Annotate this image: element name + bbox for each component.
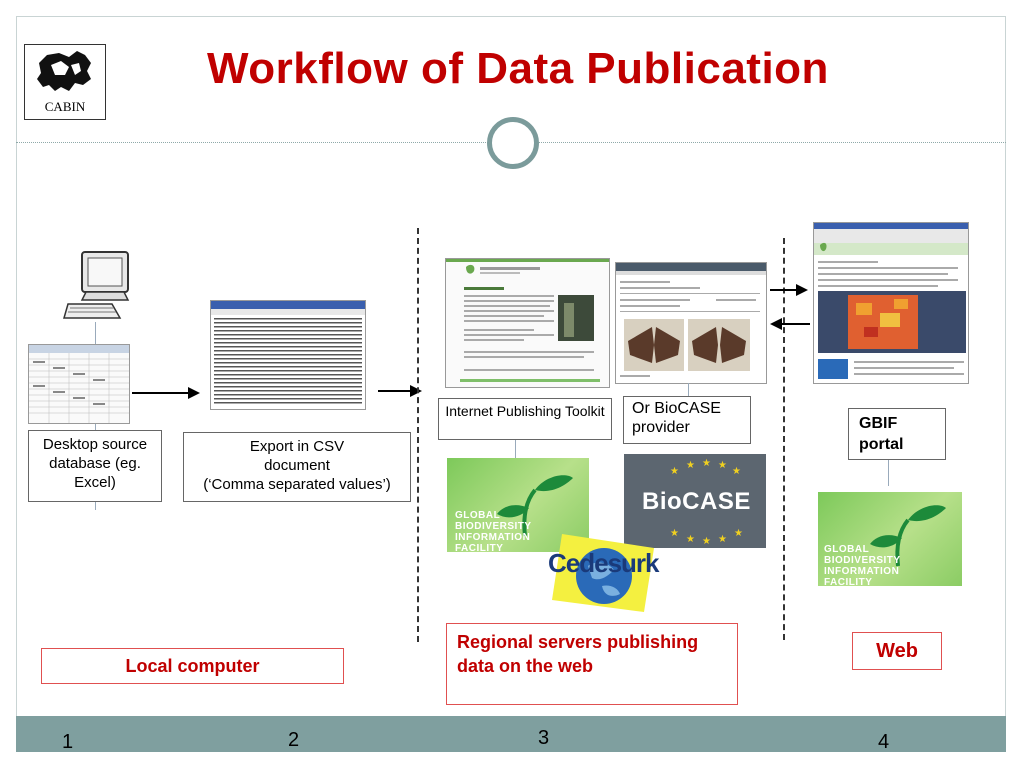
desktop-db-label: Desktop source database (eg. Excel) <box>28 430 162 502</box>
svg-text:★: ★ <box>702 536 711 547</box>
biocase-logo: ★ ★ ★ ★ ★ ★ ★ ★ ★ ★ BioCASE <box>624 454 766 548</box>
cedesurk-globe-icon <box>552 534 654 612</box>
gbif-line3: INFORMATION <box>455 532 531 543</box>
export-csv-line1: Export in CSV <box>249 438 345 455</box>
gbif-line1: GLOBAL <box>455 510 501 521</box>
gbif-line4: FACILITY <box>824 577 873 586</box>
arrow-left-icon <box>770 318 782 330</box>
footer-bar <box>16 716 1006 752</box>
arrow-right-icon <box>132 392 192 394</box>
divider-dashed-line <box>783 238 785 640</box>
computer-icon <box>63 251 130 319</box>
export-csv-line2: document <box>264 457 330 474</box>
biocase-provider-label: Or BioCASE provider <box>623 396 751 444</box>
gbif-portal-label: GBIF portal <box>848 408 946 460</box>
eu-stars-icon: ★ ★ ★ ★ ★ ★ ★ ★ ★ ★ <box>670 458 743 547</box>
region-web-label: Web <box>852 632 942 670</box>
arrow-right-icon <box>770 289 800 291</box>
connector-line <box>688 383 689 399</box>
region-regional-label: Regional servers publishing data on the … <box>446 623 738 705</box>
csv-notepad-screenshot <box>210 300 366 410</box>
arrow-right-icon <box>410 385 422 397</box>
cedesurk-logo: Cedesurk <box>548 530 660 614</box>
svg-text:★: ★ <box>734 528 743 539</box>
page-title: Workflow of Data Publication <box>207 44 829 93</box>
svg-text:★: ★ <box>718 460 727 471</box>
spreadsheet-grid-icon <box>29 345 129 423</box>
column-number-1: 1 <box>62 731 74 753</box>
divider-dashed-line <box>417 228 419 642</box>
africa-map-icon <box>37 51 91 91</box>
column-number-2: 2 <box>288 729 300 751</box>
gbif-line1: GLOBAL <box>824 544 870 555</box>
svg-text:★: ★ <box>732 466 741 477</box>
arrow-left-icon <box>780 323 810 325</box>
biocase-provider-screenshot <box>615 262 767 384</box>
spreadsheet-screenshot <box>28 344 130 424</box>
column-number-4: 4 <box>878 731 890 753</box>
gbif-text: GLOBAL BIODIVERSITY INFORMATION FACILITY <box>455 510 532 552</box>
gbif-line2: BIODIVERSITY <box>824 555 901 566</box>
svg-text:★: ★ <box>686 534 695 545</box>
biocase-webpage-icon <box>616 263 766 377</box>
gbif-line3: INFORMATION <box>824 566 900 577</box>
svg-text:★: ★ <box>670 528 679 539</box>
svg-text:★: ★ <box>702 458 711 469</box>
column-number-3: 3 <box>538 727 550 749</box>
notepad-text-icon <box>211 301 365 404</box>
svg-text:★: ★ <box>718 534 727 545</box>
gbif-portal-screenshot <box>813 222 969 384</box>
gbif-text: GLOBAL BIODIVERSITY INFORMATION FACILITY <box>824 544 901 586</box>
ipt-screenshot <box>445 258 610 388</box>
arrow-right-icon <box>378 390 414 392</box>
cabin-logo: CABIN <box>24 44 106 120</box>
logo-text: CABIN <box>44 99 86 114</box>
export-csv-line3: (‘Comma separated values’) <box>203 476 391 493</box>
connector-line <box>515 438 516 458</box>
biocase-logo-text: BioCASE <box>642 488 751 515</box>
divider-circle-icon <box>487 117 539 169</box>
svg-text:★: ★ <box>670 466 679 477</box>
connector-line <box>888 460 889 486</box>
arrow-right-icon <box>796 284 808 296</box>
ipt-webpage-icon <box>446 259 609 387</box>
gbif-leaf-icon <box>497 475 573 537</box>
gbif-portal-map-icon <box>814 223 968 379</box>
cedesurk-logo-text: Cedesurk <box>548 548 660 578</box>
ipt-label: Internet Publishing Toolkit <box>438 398 612 440</box>
region-local-label: Local computer <box>41 648 344 684</box>
gbif-line2: BIODIVERSITY <box>455 521 532 532</box>
gbif-line4: FACILITY <box>455 543 504 552</box>
gbif-logo: GLOBAL BIODIVERSITY INFORMATION FACILITY <box>818 492 962 586</box>
arrow-right-icon <box>188 387 200 399</box>
gbif-leaf-icon <box>870 505 946 567</box>
export-csv-label: Export in CSV document (‘Comma separated… <box>183 432 411 502</box>
svg-text:★: ★ <box>686 460 695 471</box>
